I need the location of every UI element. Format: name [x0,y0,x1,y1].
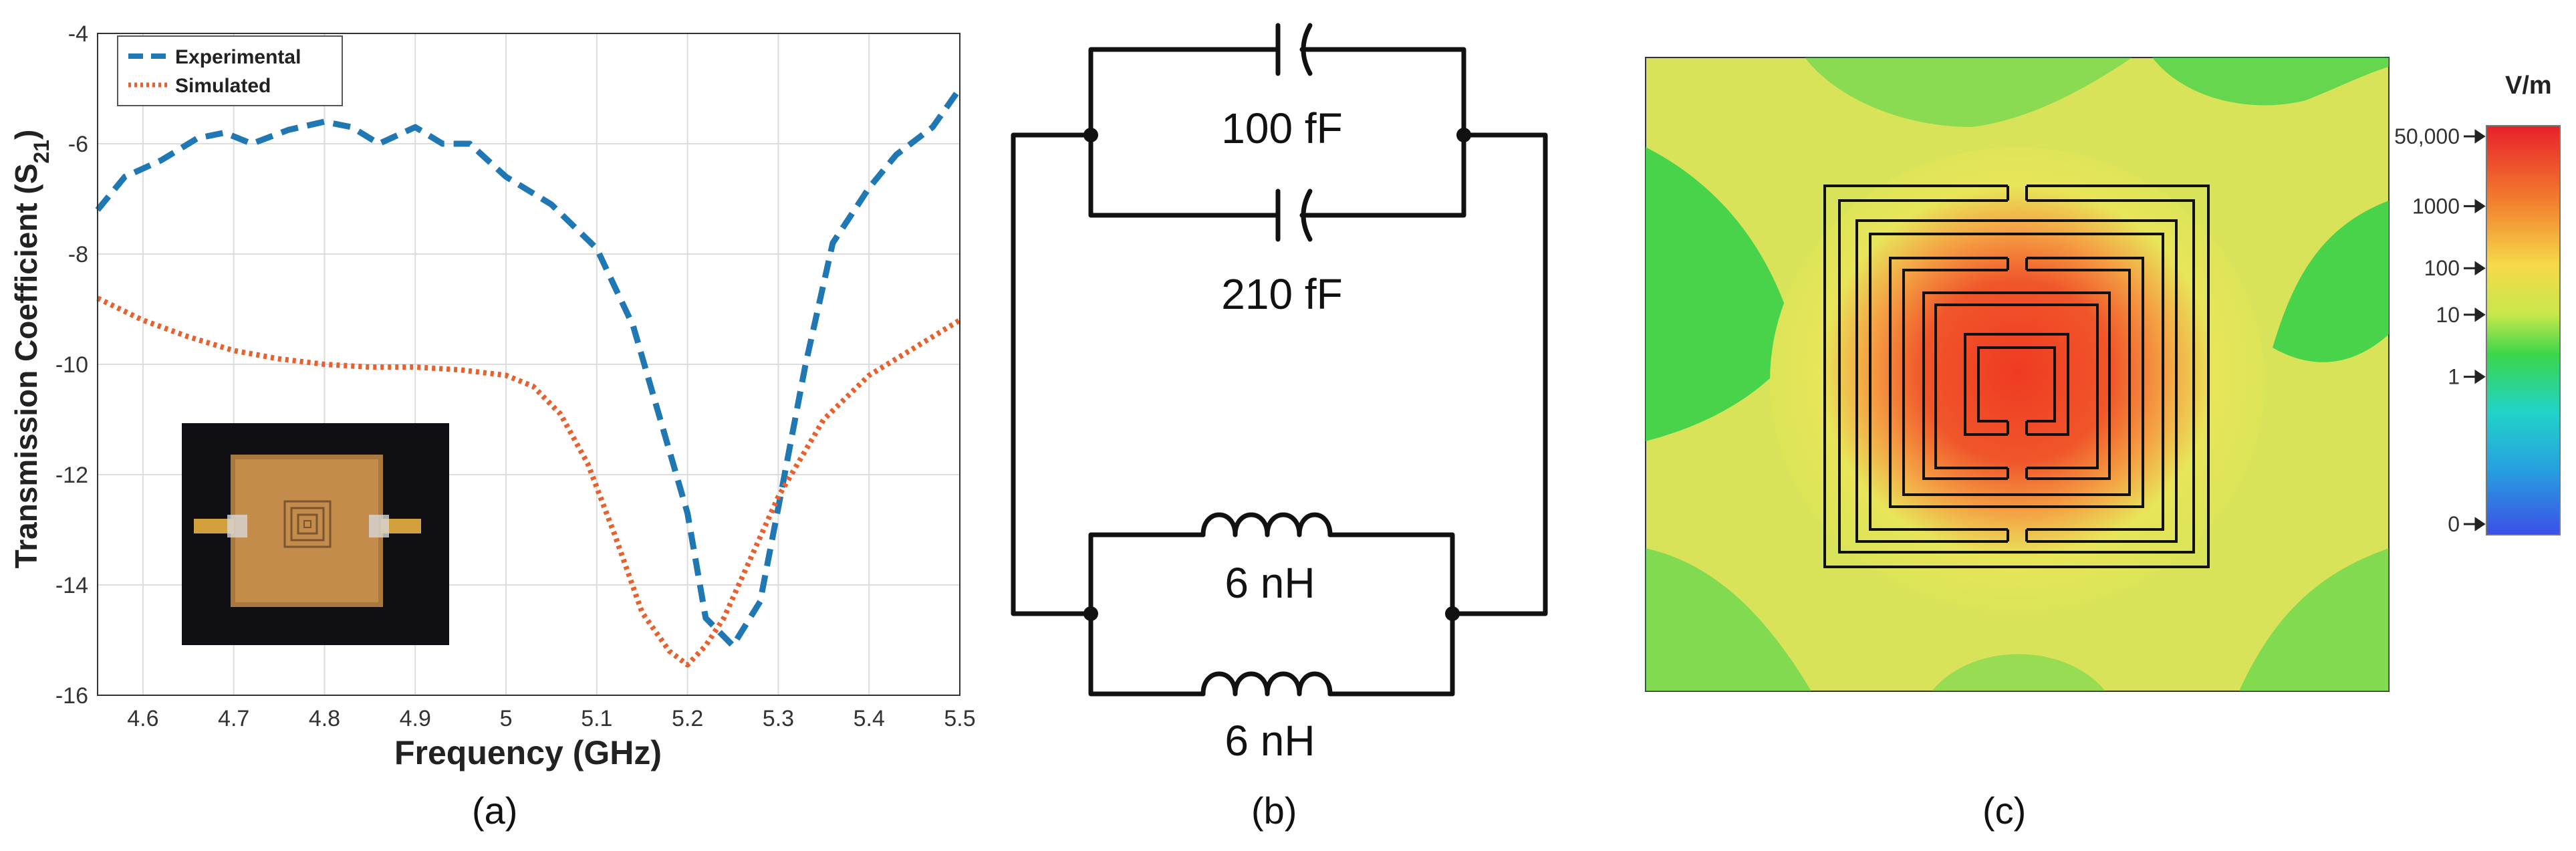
y-axis-label-main: Transmission Coefficient (S [9,164,43,569]
colorbar-tick-label: 0 [2448,512,2460,536]
field-hotspot [1770,147,2265,615]
x-tick-label: 5.4 [854,706,885,731]
colorbar-tick-label: 50,000 [2394,124,2460,148]
colorbar-tick-arrow-icon [2464,129,2486,144]
x-tick-label: 5.1 [581,706,612,731]
y-axis-label-sub: 21 [29,140,53,164]
x-tick-label: 4.9 [400,706,431,731]
transmission-chart: 4.6 4.7 4.8 4.9 5 5.1 5.2 5.3 5.4 5.5 -16 -14 -12 -10… [9,21,976,771]
junction-node [1456,128,1471,142]
capacitor-label-210ff: 210 fF [1221,270,1342,318]
panel-label-b: (b) [1251,789,1297,832]
colorbar-tick-label: 1000 [2412,194,2460,218]
y-axis-label-close: ) [9,130,43,140]
x-axis-label: Frequency (GHz) [394,734,662,771]
inductor-label-top: 6 nH [1225,559,1315,607]
junction-node [1083,606,1098,621]
y-tick-label: -12 [55,463,88,488]
series-group [95,86,962,668]
capacitor-top-plate-b [1301,23,1313,76]
x-tick-label: 5 [500,706,513,731]
cap-branch-2 [1088,132,1466,218]
capacitor-bottom-plate-b [1301,189,1313,242]
legend: Experimental Simulated [117,35,343,106]
outer-wire-right [1450,132,1548,616]
colorbar-tick-arrow-icon [2464,307,2486,322]
ind-branch-2 [1088,611,1455,697]
x-tick-label: 5.3 [763,706,794,731]
inset-photo [182,423,449,645]
junction-node [1445,606,1460,621]
y-tick-label: -10 [55,352,88,378]
inductor-bottom [1200,671,1333,697]
panel-label-a: (a) [472,789,518,832]
series-line-experimental [95,86,962,649]
y-tick-label: -8 [68,242,88,267]
colorbar-tick-arrow-icon [2464,261,2486,276]
resonator-outline [1823,185,2210,568]
series-line-simulated [96,295,962,668]
green-regions [1646,57,2389,691]
capacitor-label-100ff: 100 fF [1221,104,1342,152]
y-axis-label: Transmission Coefficient (S21) [9,130,53,569]
colorbar-tick-arrow-icon [2464,199,2486,214]
colorbar-unit: V/m [2505,72,2552,100]
colorbar-tick-label: 1 [2448,365,2460,389]
y-tick-label: -4 [68,21,88,47]
ind-branch-1 [1088,532,1455,616]
colorbar [2486,125,2561,535]
panel-a-chart: 4.6 4.7 4.8 4.9 5 5.1 5.2 5.3 5.4 5.5 -16 -14 -12 -10… [0,0,976,851]
colorbar-tick-arrow-icon [2464,369,2486,384]
colorbar-tick-label: 100 [2424,256,2460,280]
inductor-label-bottom: 6 nH [1225,717,1315,765]
x-tick-label: 4.7 [218,706,249,731]
junction-node [1083,128,1098,142]
inductor-top [1200,512,1333,537]
x-tick-label: 4.6 [127,706,158,731]
cap-branch-1 [1088,47,1466,138]
plot-frame [97,33,960,696]
colorbar-tick-arrow-icon [2464,517,2486,531]
axis-ticks: 4.6 4.7 4.8 4.9 5 5.1 5.2 5.3 5.4 5.5 -16 -14 -12 -10… [55,21,976,731]
legend-entry-experimental: Experimental [175,46,301,68]
y-tick-label: -16 [55,683,88,709]
y-tick-label: -14 [55,573,88,598]
colorbar-tick-label: 10 [2436,303,2460,327]
y-tick-label: -6 [68,132,88,157]
legend-entry-simulated: Simulated [175,75,271,97]
circuit-diagram: 100 fF 210 fF 6 nH 6 nH [976,0,1597,765]
panel-b-circuit: 100 fF 210 fF 6 nH 6 nH (b) [976,0,1597,851]
x-tick-label: 4.8 [309,706,340,731]
x-tick-label: 5.2 [672,706,703,731]
x-tick-label: 5.5 [944,706,975,731]
panel-label-c: (c) [1982,789,2027,832]
